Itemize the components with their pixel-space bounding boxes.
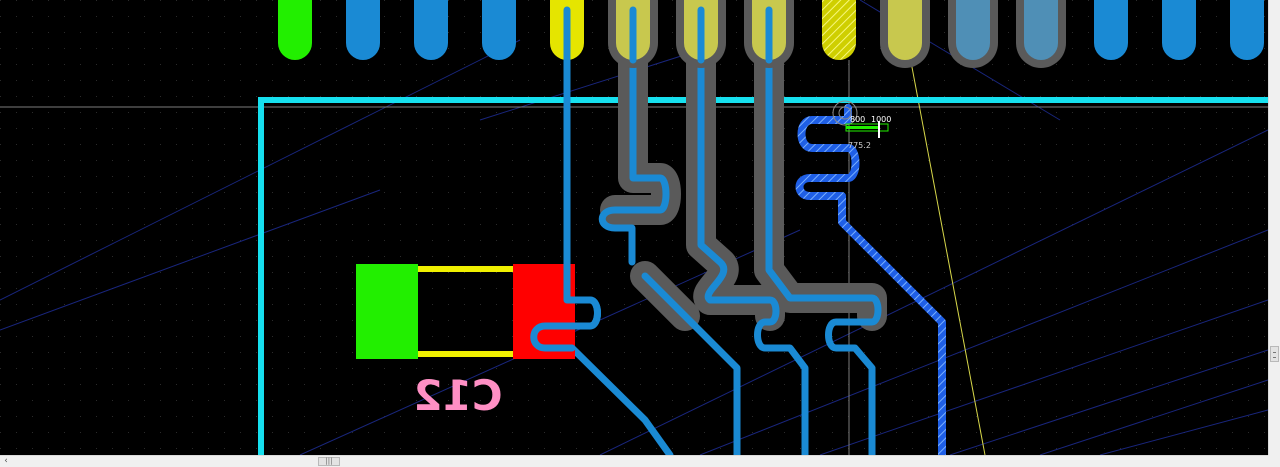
pcb-layout[interactable]: C12 800 1000 775.2: [0, 0, 1268, 455]
selected-trace[interactable]: [795, 104, 946, 455]
horizontal-scrollbar[interactable]: ‹ |||: [0, 455, 1268, 467]
designator-c12: C12: [413, 371, 502, 420]
tuning-gauge-fill: [846, 126, 878, 129]
pin-trace-stubs: [563, 6, 773, 64]
gauge-tick-1000: 1000: [871, 115, 891, 124]
vertical-scroll-thumb[interactable]: [1270, 346, 1279, 362]
trace-over-pad: [530, 260, 601, 352]
scrollbar-corner: [1268, 455, 1280, 467]
capacitor-c12[interactable]: [356, 264, 575, 359]
pad-green[interactable]: [356, 264, 418, 359]
length-readout: 775.2: [848, 141, 871, 150]
pcb-canvas[interactable]: C12 800 1000 775.2: [0, 0, 1268, 455]
vertical-scrollbar[interactable]: [1268, 0, 1280, 455]
board-outline[interactable]: [258, 97, 1268, 455]
gauge-tick-800: 800: [850, 115, 865, 124]
length-tuning-widget[interactable]: 800 1000 775.2: [832, 100, 891, 150]
horizontal-scroll-thumb[interactable]: |||: [318, 457, 340, 466]
scroll-left-arrow-icon[interactable]: ‹: [4, 456, 8, 466]
